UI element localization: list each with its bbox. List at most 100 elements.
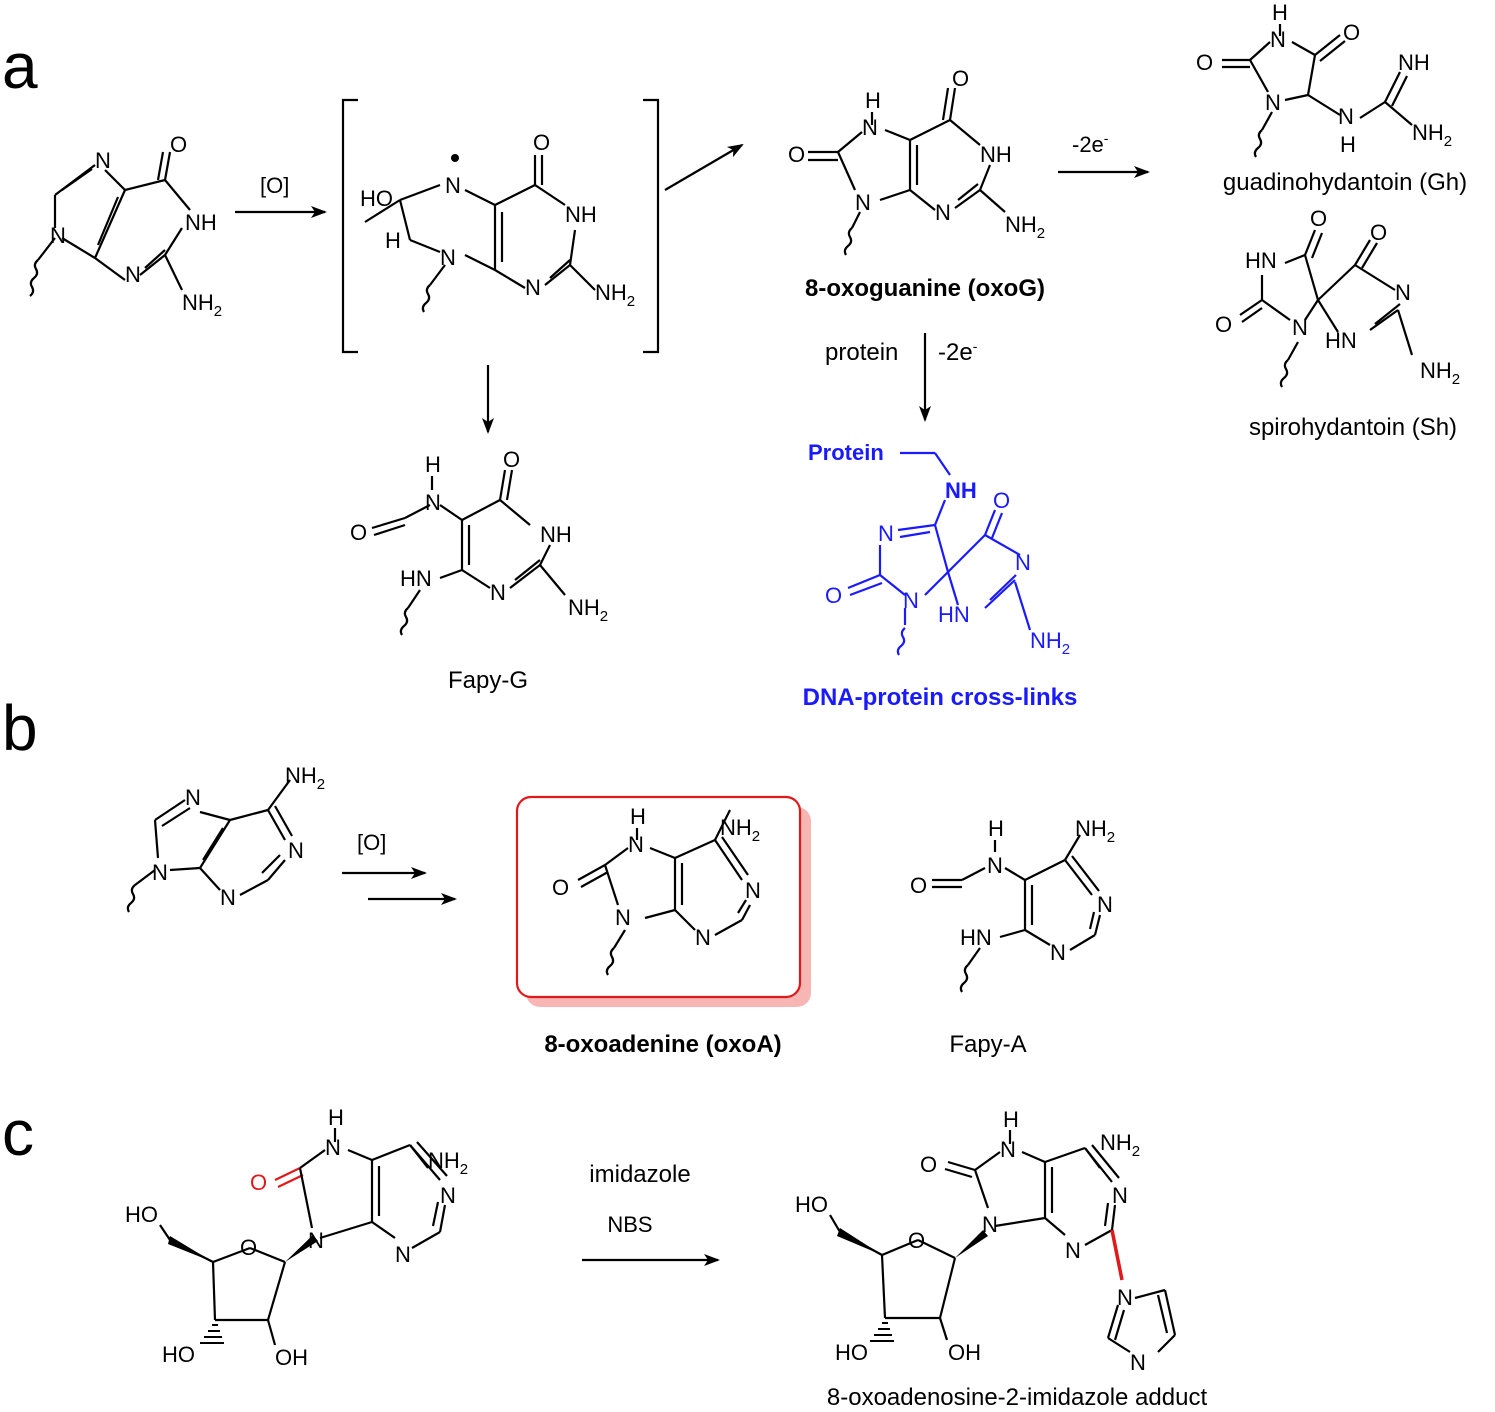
atom-H: H [1340, 132, 1356, 157]
wedge-bond [955, 1230, 988, 1258]
atom-N: N [745, 878, 761, 903]
atom-HN: HN [960, 925, 992, 950]
crosslink-structure [847, 451, 1032, 656]
fapyA-structure [932, 834, 1102, 993]
guanine-structure [29, 151, 191, 297]
atom-O: O [350, 520, 367, 545]
panel-letter-b: b [2, 692, 38, 764]
panel-letter-a: a [2, 30, 38, 102]
oxidation-label: [O] [357, 830, 386, 855]
atom-N: N [220, 885, 236, 910]
atom-H: H [1003, 1107, 1019, 1132]
atom-N: N [152, 860, 168, 885]
atom-N: N [1050, 940, 1066, 965]
atom-Protein: Protein [808, 440, 884, 465]
atom-HO: HO [125, 1202, 158, 1227]
atom-O: O [503, 447, 520, 472]
Gh-structure [1222, 24, 1413, 158]
oxoA-structure [577, 809, 751, 976]
atom-NH2: NH2 [182, 290, 222, 320]
atom-NH2: NH2 [595, 280, 635, 310]
wedge-bond [285, 1235, 318, 1262]
atom-N: N [1292, 315, 1308, 340]
atom-N: N [855, 190, 871, 215]
atom-H: H [328, 1105, 344, 1130]
atom-HO: HO [795, 1192, 828, 1217]
name-adduct: 8-oxoadenosine-2-imidazole adduct [827, 1384, 1208, 1411]
atom-NH: NH [1398, 50, 1430, 75]
atom-NH: NH [185, 210, 217, 235]
atom-O: O [1370, 220, 1387, 245]
two-electron-label: -2e- [938, 338, 978, 366]
atom-H: H [1272, 0, 1288, 25]
atom-N: N [395, 1242, 411, 1267]
nbs-label: NBS [607, 1212, 652, 1237]
atom-NH2: NH2 [720, 815, 760, 845]
atom-N: N [1000, 1137, 1016, 1162]
atom-NH2: NH2 [1030, 628, 1070, 658]
atom-O: O [1343, 20, 1360, 45]
atom-HO: HO [360, 186, 393, 211]
name-oxoA: 8-oxoadenine (oxoA) [544, 1031, 781, 1058]
name-Gh: guadinohydantoin (Gh) [1223, 169, 1467, 196]
atom-H: H [425, 452, 441, 477]
atom-H: H [385, 228, 401, 253]
atom-O: O [908, 1228, 925, 1253]
name-fapyA: Fapy-A [949, 1031, 1026, 1058]
intermediate-bracket [341, 98, 660, 354]
atom-H: H [988, 816, 1004, 841]
atom-N: N [490, 580, 506, 605]
atom-N: N [425, 490, 441, 515]
atom-N: N [628, 832, 644, 857]
atom-N: N [935, 200, 951, 225]
atom-H: H [865, 88, 881, 113]
atom-N: N [1395, 280, 1411, 305]
Sh-structure [1239, 229, 1414, 388]
atom-N: N [1117, 1285, 1133, 1310]
atom-O: O [533, 130, 550, 155]
atom-O: O [170, 132, 187, 157]
arrow-to-oxoG [664, 143, 744, 191]
atom-N: N [440, 245, 456, 270]
atom-N: N [1015, 550, 1031, 575]
atom-N: N [125, 262, 141, 287]
atom-N: N [1097, 892, 1113, 917]
wedge-bond [168, 1236, 213, 1262]
atom-N: N [695, 925, 711, 950]
atom-NH2: NH2 [428, 1148, 468, 1178]
atom-N: N [185, 785, 201, 810]
atom-O: O [788, 142, 805, 167]
name-Sh: spirohydantoin (Sh) [1249, 414, 1457, 441]
atom-NH: NH [945, 478, 977, 503]
atom-NH2: NH2 [1075, 816, 1115, 846]
oxidation-label: [O] [260, 173, 289, 198]
panel-letter-c: c [2, 1097, 34, 1169]
hash-bond [870, 1322, 894, 1342]
atom-NH: NH [540, 522, 572, 547]
atom-NH2: NH2 [1412, 120, 1452, 150]
atom-O: O [250, 1170, 267, 1195]
atom-O: O [552, 875, 569, 900]
atom-N: N [445, 173, 461, 198]
atom-HO: HO [162, 1342, 195, 1367]
atom-N: N [325, 1135, 341, 1160]
adduct-structure [829, 1130, 1177, 1353]
atom-O: O [1196, 50, 1213, 75]
atom-N: N [1270, 27, 1286, 52]
atom-O: O [240, 1235, 257, 1260]
atom-N: N [903, 588, 919, 613]
atom-HN: HN [1245, 248, 1277, 273]
atom-HO: HO [835, 1340, 868, 1365]
adenine-structure [126, 779, 293, 913]
atom-N: N [862, 115, 878, 140]
atom-N: N [1265, 90, 1281, 115]
atom-NH2: NH2 [1420, 358, 1460, 388]
two-electron-label: -2e- [1072, 130, 1109, 157]
atom-H: H [630, 804, 646, 829]
name-crosslink: DNA-protein cross-links [803, 684, 1078, 711]
atom-N: N [1338, 104, 1354, 129]
atom-N: N [50, 223, 66, 248]
hash-bond [200, 1324, 224, 1344]
atom-N: N [525, 275, 541, 300]
name-oxoG: 8-oxoguanine (oxoG) [805, 275, 1045, 302]
